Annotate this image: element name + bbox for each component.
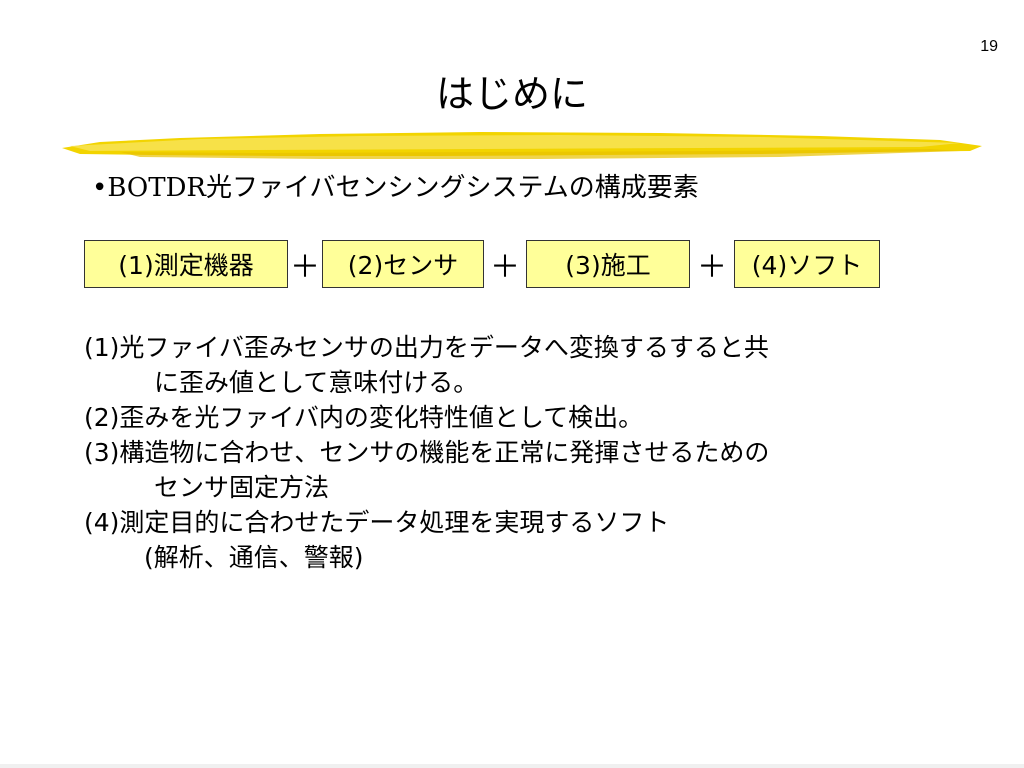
description-line-3: (3)構造物に合わせ、センサの機能を正常に発揮させるための: [84, 438, 770, 467]
plus-sign-3: ＋: [697, 250, 727, 285]
page-number: 19: [980, 38, 998, 55]
description-line-1: (1)光ファイバ歪みセンサの出力をデータへ変換するすると共: [84, 333, 769, 362]
box-installation: (3)施工: [526, 240, 690, 288]
description-list: (1)光ファイバ歪みセンサの出力をデータへ変換するすると共 に歪み値として意味付…: [84, 330, 1004, 575]
component-formula: (1)測定機器 ＋ (2)センサ ＋ (3)施工 ＋ (4)ソフト: [84, 238, 880, 290]
box-measuring-device: (1)測定機器: [84, 240, 288, 288]
bullet-marker: •: [92, 173, 108, 203]
description-line-4-cont: (解析、通信、警報): [144, 543, 364, 572]
description-line-1-cont: に歪み値として意味付ける。: [154, 368, 479, 397]
bottom-edge: [0, 764, 1024, 768]
plus-sign-1: ＋: [290, 250, 320, 285]
title-underline-brushstroke: [62, 132, 982, 159]
bullet-latin-text: BOTDR: [107, 173, 207, 203]
bullet-item: •BOTDR光ファイバセンシングシステムの構成要素: [92, 170, 699, 206]
description-line-4: (4)測定目的に合わせたデータ処理を実現するソフト: [84, 508, 670, 537]
slide-title: はじめに: [435, 72, 588, 116]
box-sensor: (2)センサ: [322, 240, 484, 288]
plus-sign-2: ＋: [490, 250, 520, 285]
description-line-2: (2)歪みを光ファイバ内の変化特性値として検出。: [84, 403, 644, 432]
description-line-3-cont: センサ固定方法: [154, 473, 330, 502]
box-software: (4)ソフト: [734, 240, 880, 288]
bullet-japanese-text: 光ファイバセンシングシステムの構成要素: [206, 173, 699, 203]
